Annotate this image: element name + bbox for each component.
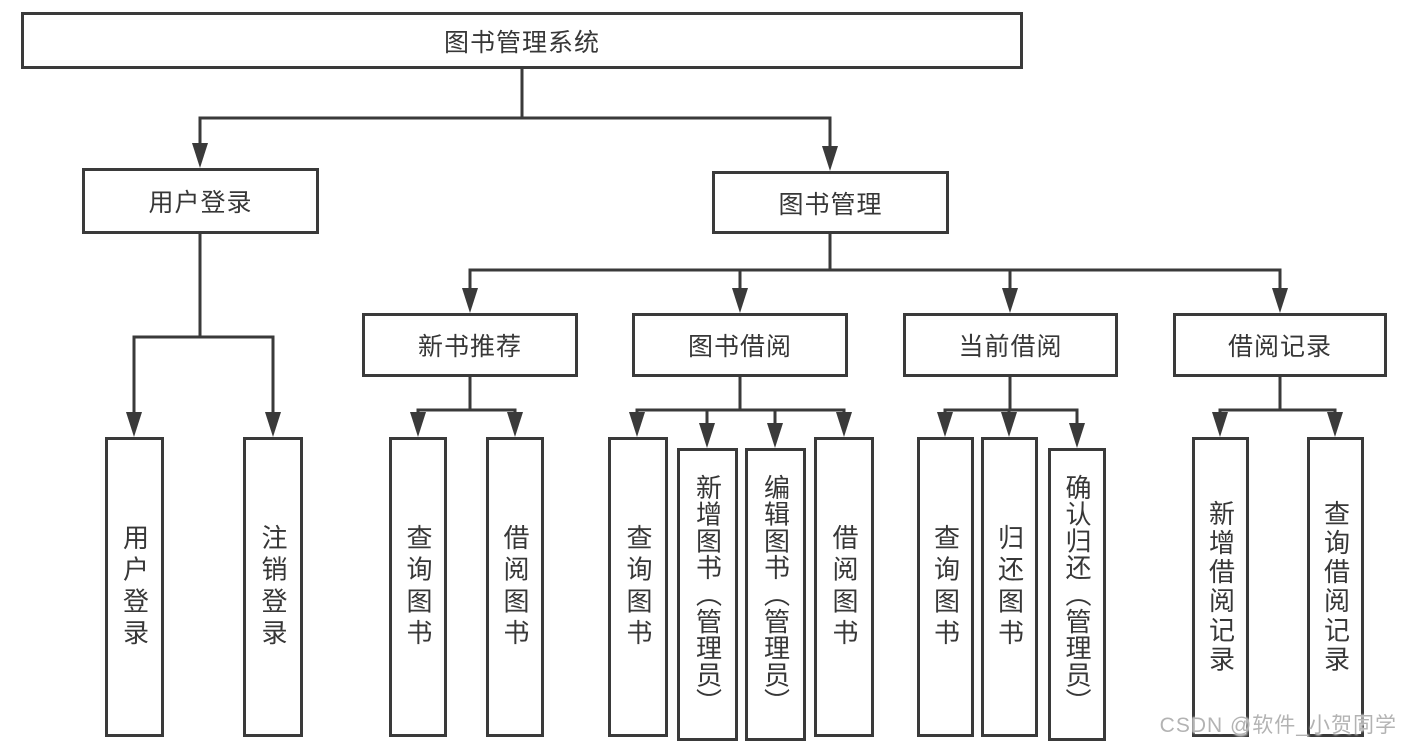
leaf-user-login-label: 用户登录 (119, 523, 150, 651)
arrowhead-icon (937, 412, 953, 437)
leaf-query-books-2-label: 查询图书 (623, 523, 653, 651)
node-user-login: 用户登录 (82, 168, 319, 234)
arrowhead-icon (126, 412, 142, 437)
leaf-query-books-1: 查询图书 (389, 437, 447, 737)
leaf-logout: 注销登录 (243, 437, 303, 737)
leaf-return-books: 归还图书 (981, 437, 1038, 737)
leaf-query-borrow-record: 查询借阅记录 (1307, 437, 1364, 737)
arrowhead-icon (732, 288, 748, 313)
leaf-edit-books-admin-label: 编辑图书（管理员） (760, 473, 791, 716)
arrowhead-icon (836, 412, 852, 437)
node-book-borrowing-label: 图书借阅 (687, 333, 792, 361)
arrowhead-icon (462, 288, 478, 313)
arrowhead-icon (1002, 288, 1018, 313)
arrowhead-icon (265, 412, 281, 437)
arrowhead-icon (1001, 412, 1017, 437)
arrowhead-icon (1327, 412, 1343, 437)
leaf-logout-label: 注销登录 (258, 523, 288, 651)
node-borrowing-records: 借阅记录 (1173, 313, 1387, 377)
leaf-add-books-admin: 新增图书（管理员） (677, 448, 738, 741)
leaf-edit-books-admin: 编辑图书（管理员） (745, 448, 806, 741)
arrowhead-icon (1069, 423, 1085, 448)
leaf-user-login: 用户登录 (105, 437, 164, 737)
node-current-borrowing-label: 当前借阅 (958, 333, 1063, 361)
node-book-management: 图书管理 (712, 171, 949, 234)
leaf-add-borrow-record-label: 新增借阅记录 (1205, 499, 1236, 675)
leaf-borrow-books-2-label: 借阅图书 (829, 523, 859, 651)
node-root: 图书管理系统 (21, 12, 1023, 69)
leaf-query-books-1-label: 查询图书 (403, 523, 433, 651)
node-new-book-recommendation: 新书推荐 (362, 313, 578, 377)
arrowhead-icon (1272, 288, 1288, 313)
node-book-borrowing: 图书借阅 (632, 313, 848, 377)
arrowhead-icon (699, 423, 715, 448)
leaf-query-books-3-label: 查询图书 (930, 523, 961, 651)
leaf-return-books-label: 归还图书 (994, 523, 1025, 651)
leaf-add-books-admin-label: 新增图书（管理员） (692, 473, 723, 716)
arrowhead-icon (1212, 412, 1228, 437)
node-new-book-recommendation-label: 新书推荐 (417, 333, 522, 361)
watermark: CSDN @软件_小贺同学 (1159, 714, 1397, 737)
leaf-borrow-books-2: 借阅图书 (814, 437, 874, 737)
node-root-label: 图书管理系统 (443, 28, 600, 57)
leaf-confirm-return-admin-label: 确认归还（管理员） (1062, 473, 1092, 716)
arrowhead-icon (629, 412, 645, 437)
arrowhead-icon (767, 423, 783, 448)
leaf-borrow-books-1-label: 借阅图书 (500, 523, 530, 651)
leaf-confirm-return-admin: 确认归还（管理员） (1048, 448, 1106, 741)
arrowhead-icon (192, 143, 208, 168)
arrowhead-icon (410, 412, 426, 437)
leaf-borrow-books-1: 借阅图书 (486, 437, 544, 737)
leaf-add-borrow-record: 新增借阅记录 (1192, 437, 1249, 737)
arrowhead-icon (822, 146, 838, 171)
node-user-login-label: 用户登录 (148, 189, 253, 217)
node-book-management-label: 图书管理 (778, 190, 883, 219)
leaf-query-books-2: 查询图书 (608, 437, 668, 737)
node-current-borrowing: 当前借阅 (903, 313, 1118, 377)
leaf-query-borrow-record-label: 查询借阅记录 (1320, 499, 1351, 675)
node-borrowing-records-label: 借阅记录 (1227, 333, 1332, 361)
leaf-query-books-3: 查询图书 (917, 437, 974, 737)
arrowhead-icon (507, 412, 523, 437)
